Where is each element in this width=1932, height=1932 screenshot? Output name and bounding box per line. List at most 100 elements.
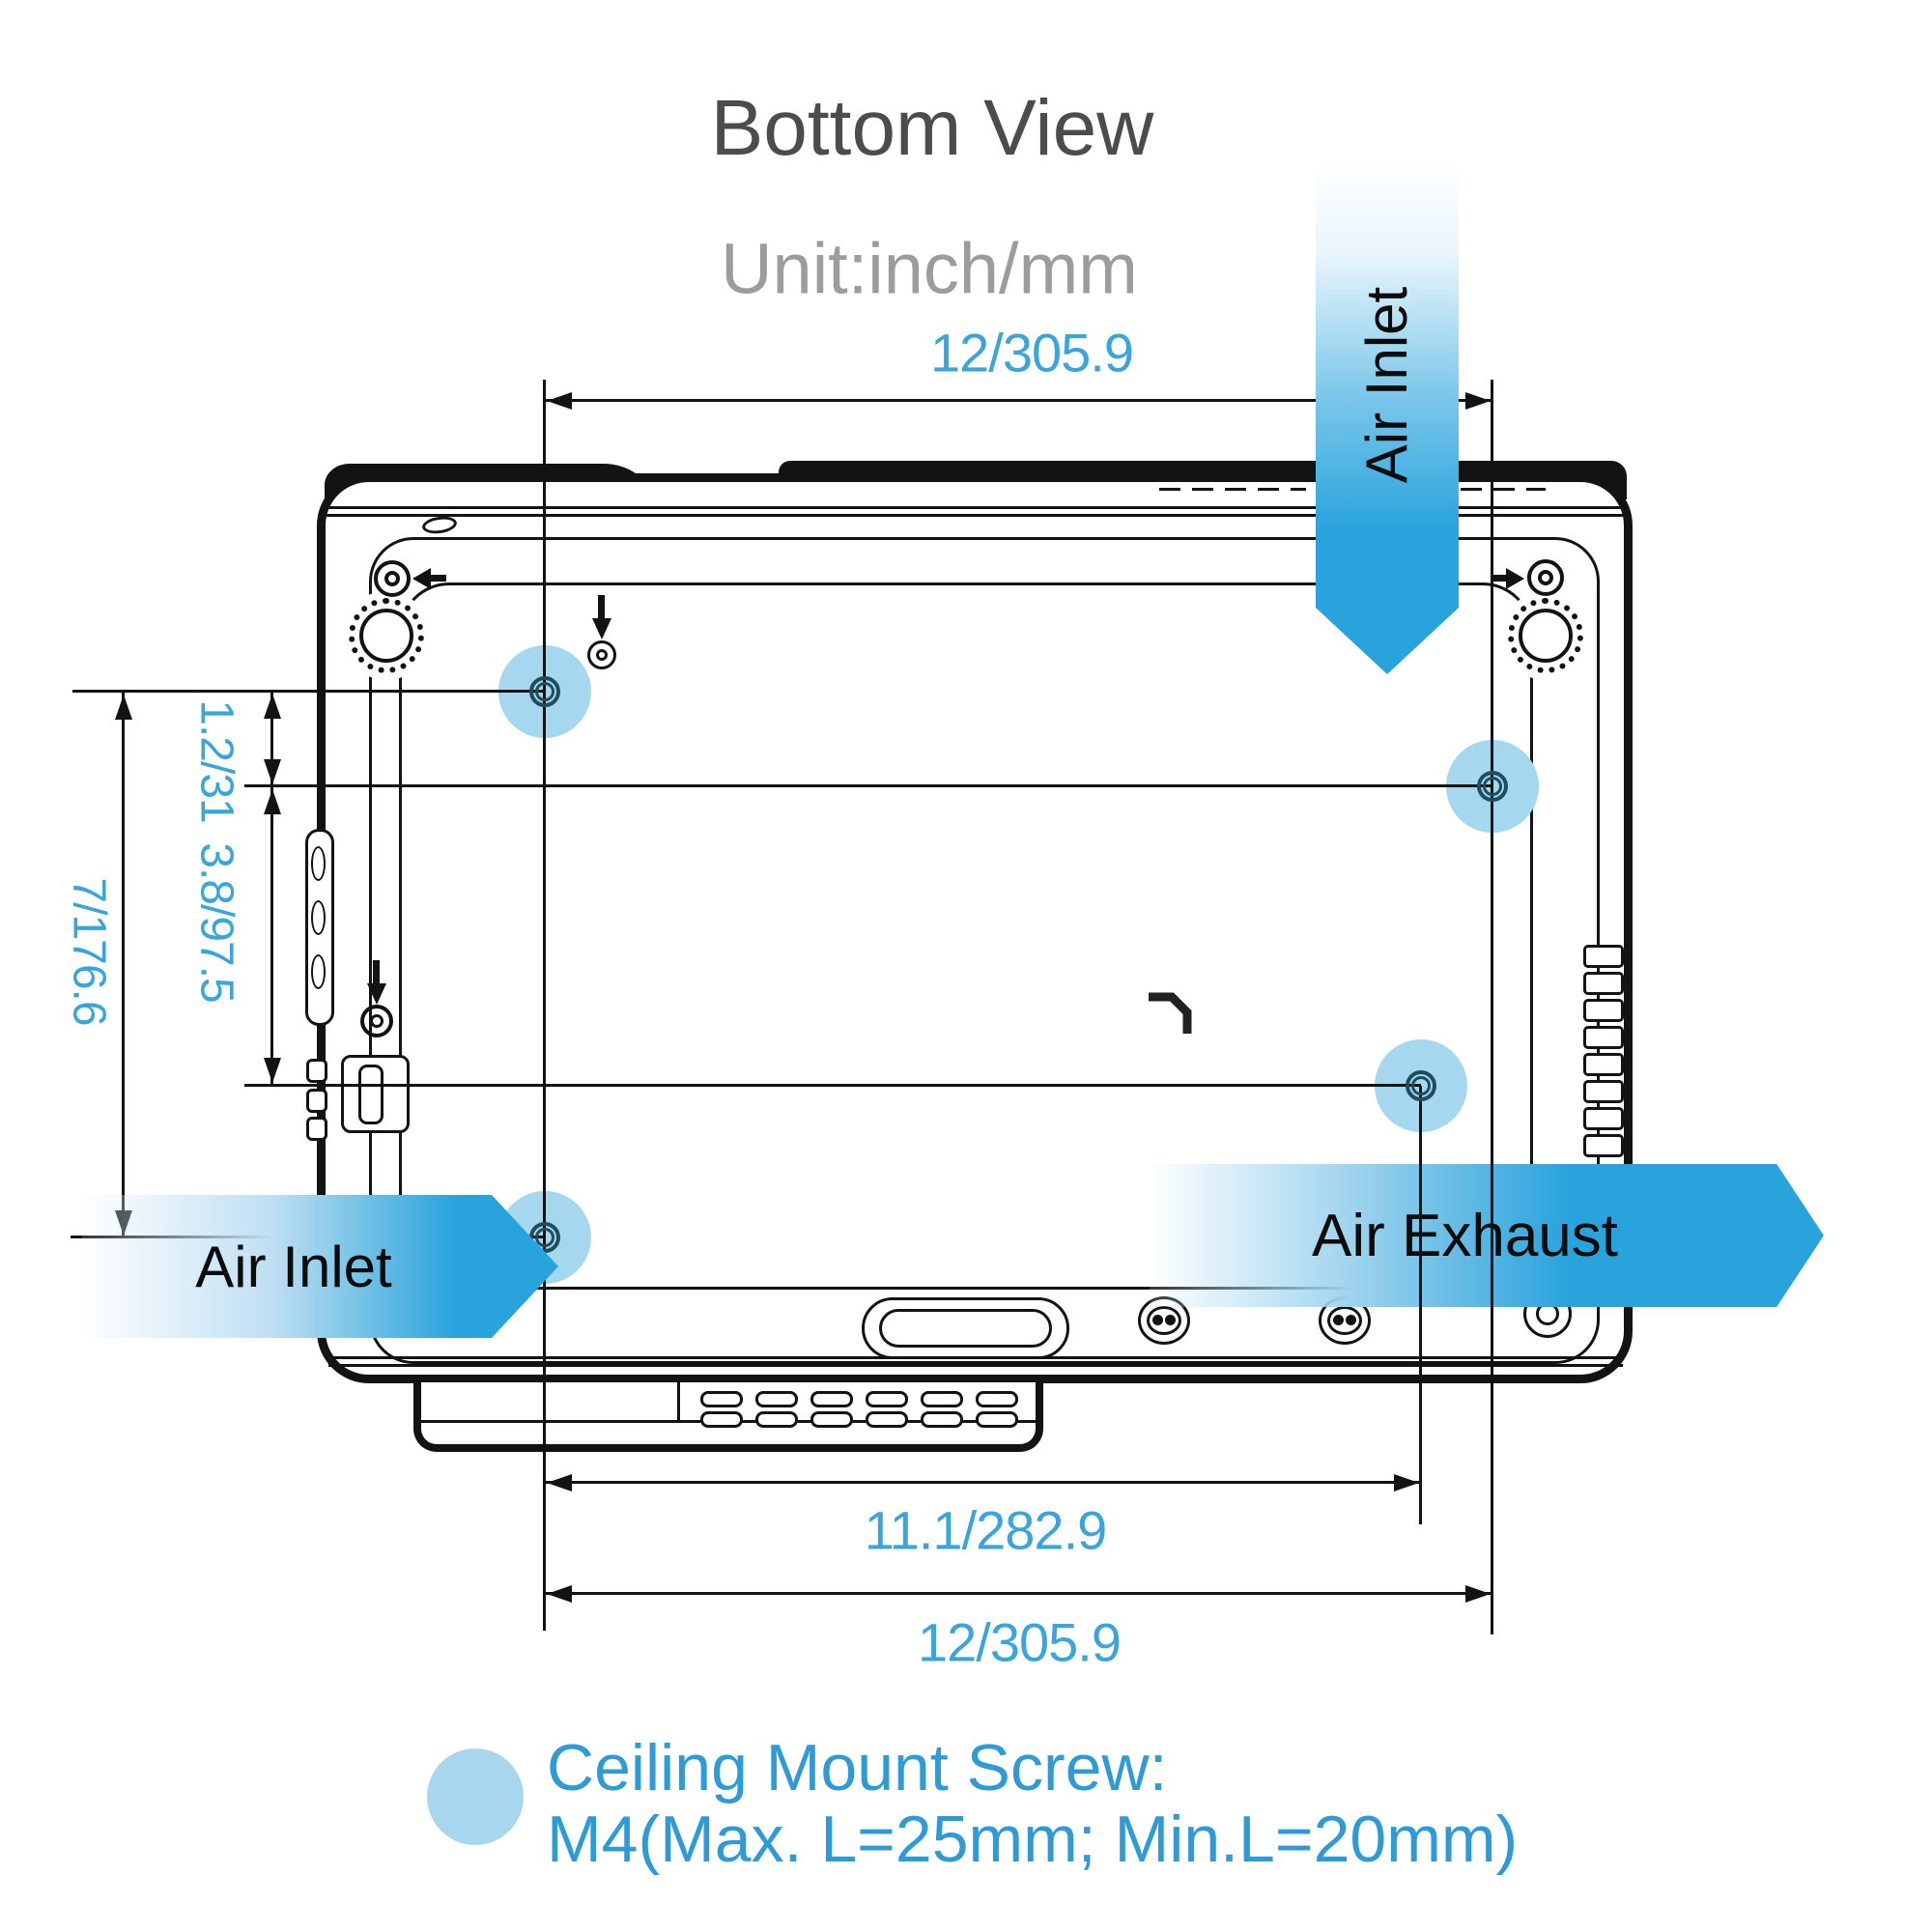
vent-slot: [976, 1391, 1018, 1407]
foot-dot: [1152, 1315, 1163, 1325]
air-inlet-top-banner: Air Inlet: [1316, 162, 1459, 674]
ceiling-mount-screw-ring: [535, 682, 554, 701]
midleft-down-arrow-icon: [367, 983, 386, 1005]
left-foot-screw-icon: [374, 560, 411, 597]
side-vent-cell: [1583, 1026, 1624, 1049]
bottom-recess-inner: [879, 1309, 1052, 1348]
extension-line-h-top: [72, 690, 545, 693]
latch-tab: [306, 1089, 327, 1113]
body-seam-line-2: [326, 514, 1624, 517]
latch-tab: [306, 1117, 327, 1141]
left-foot-gear: [342, 591, 431, 680]
extension-line-h-second: [244, 784, 1492, 787]
right-arrow-tail: [1491, 575, 1506, 582]
foot-dot: [1346, 1315, 1356, 1325]
extension-line-left-screws: [543, 380, 546, 1631]
midleft-screw-center: [370, 1014, 384, 1028]
dim-label-offset: 1.2/31: [190, 699, 242, 823]
top-vent-dashes-right2: [1461, 488, 1546, 491]
top-vent-dashes-left2: [1159, 488, 1306, 491]
dim-label-left-height: 7/176.6: [63, 877, 115, 1026]
right-foot-gear: [1501, 591, 1590, 680]
vent-slot: [866, 1411, 908, 1428]
dim-arrow: [264, 759, 281, 784]
ceiling-mount-screw-ring: [1411, 1076, 1431, 1095]
dim-arrow: [264, 789, 281, 814]
vent-slot: [700, 1411, 743, 1428]
ceiling-mount-screw-icon: [1406, 1070, 1436, 1101]
dim-label-top-width: 12/305.9: [930, 322, 1134, 384]
extension-line-right-screw-top: [1491, 380, 1493, 1152]
dim-label-bottom-inner: 11.1/282.9: [864, 1499, 1108, 1561]
vent-slot: [921, 1411, 963, 1428]
dim-label-mid-span: 3.8/97.5: [190, 842, 242, 1003]
midleft-screw-icon: [360, 1005, 393, 1037]
top-vent-dashes-left: [1159, 477, 1306, 480]
vent-slot: [976, 1411, 1018, 1428]
left-foot-screw-center: [384, 571, 400, 586]
ceiling-mount-screw-ring: [535, 1228, 554, 1247]
dim-line-offset: [270, 692, 273, 786]
air-exhaust-banner: Air Exhaust: [1150, 1164, 1824, 1307]
vent-slot: [700, 1391, 743, 1407]
body-seam-line-1: [326, 506, 1624, 509]
gear-teeth-icon: [1508, 598, 1583, 673]
dim-arrow: [264, 694, 281, 719]
connector-oval: [311, 900, 326, 935]
side-vent-cell: [1583, 1107, 1624, 1130]
left-arrow-icon: [412, 568, 431, 589]
dim-arrow: [547, 1474, 572, 1492]
dim-line-bottom-inner: [545, 1481, 1421, 1484]
ceiling-mount-screw-icon: [1477, 771, 1508, 802]
vent-slot: [810, 1411, 853, 1428]
midleft-arrow-tail: [373, 960, 380, 983]
ceiling-mount-screw-icon: [529, 676, 560, 707]
side-vent-cell: [1583, 1053, 1624, 1076]
center-arrow-tail: [598, 595, 605, 618]
ceiling-mount-screw-ring: [1483, 777, 1502, 796]
bottom-rim-line-2: [328, 1364, 1623, 1367]
extension-line-bottomright-screw-bottom: [1419, 1153, 1422, 1524]
legend-spec: M4(Max. L=25mm; Min.L=20mm): [547, 1803, 1519, 1876]
legend-screw-dot: [427, 1748, 524, 1845]
dim-arrow: [1465, 1585, 1491, 1603]
latch-tab: [306, 1059, 327, 1083]
dim-arrow: [264, 1058, 281, 1083]
air-inlet-top-label: Air Inlet: [1354, 286, 1420, 483]
air-inlet-left-banner: Air Inlet: [82, 1195, 558, 1338]
dim-arrow: [1394, 1474, 1419, 1492]
compartment-divider-v: [677, 1382, 680, 1422]
center-screw-icon: [587, 640, 616, 669]
mounting-plate-outline: [399, 582, 1533, 1290]
dim-arrow: [115, 695, 132, 720]
dim-line-top-width: [545, 399, 1492, 402]
dim-line-mid-span: [270, 786, 273, 1086]
connector-oval: [311, 954, 326, 989]
vent-slot: [921, 1391, 963, 1407]
latch-slot: [358, 1065, 384, 1124]
side-vent-cell: [1583, 945, 1624, 968]
air-exhaust-label: Air Exhaust: [1311, 1202, 1619, 1269]
foot-dot: [1165, 1315, 1176, 1325]
right-foot-screw-icon: [1527, 559, 1564, 596]
center-down-arrow-icon: [592, 618, 611, 639]
dim-arrow: [547, 392, 572, 410]
dim-line-bottom-total: [545, 1592, 1492, 1595]
extension-line-right-screw-bottom: [1491, 1152, 1493, 1634]
vent-slot: [755, 1411, 798, 1428]
top-vent-dashes-right: [1461, 477, 1546, 480]
page-title: Bottom View: [710, 84, 1154, 172]
foot-dot: [1333, 1315, 1344, 1325]
right-foot-screw-center: [1538, 570, 1553, 585]
vent-slot: [866, 1391, 908, 1407]
gear-core: [1519, 609, 1573, 663]
vent-slot: [755, 1391, 798, 1407]
dim-line-left-height: [122, 692, 125, 1237]
side-vent-cell: [1583, 972, 1624, 995]
extension-line-h-third: [244, 1084, 1421, 1087]
left-arrow-tail: [431, 575, 446, 582]
extension-line-bottomright-screw-top: [1419, 1086, 1422, 1153]
security-hook-icon: [1149, 992, 1192, 1034]
vent-slot: [810, 1391, 853, 1407]
right-arrow-icon: [1506, 568, 1524, 589]
